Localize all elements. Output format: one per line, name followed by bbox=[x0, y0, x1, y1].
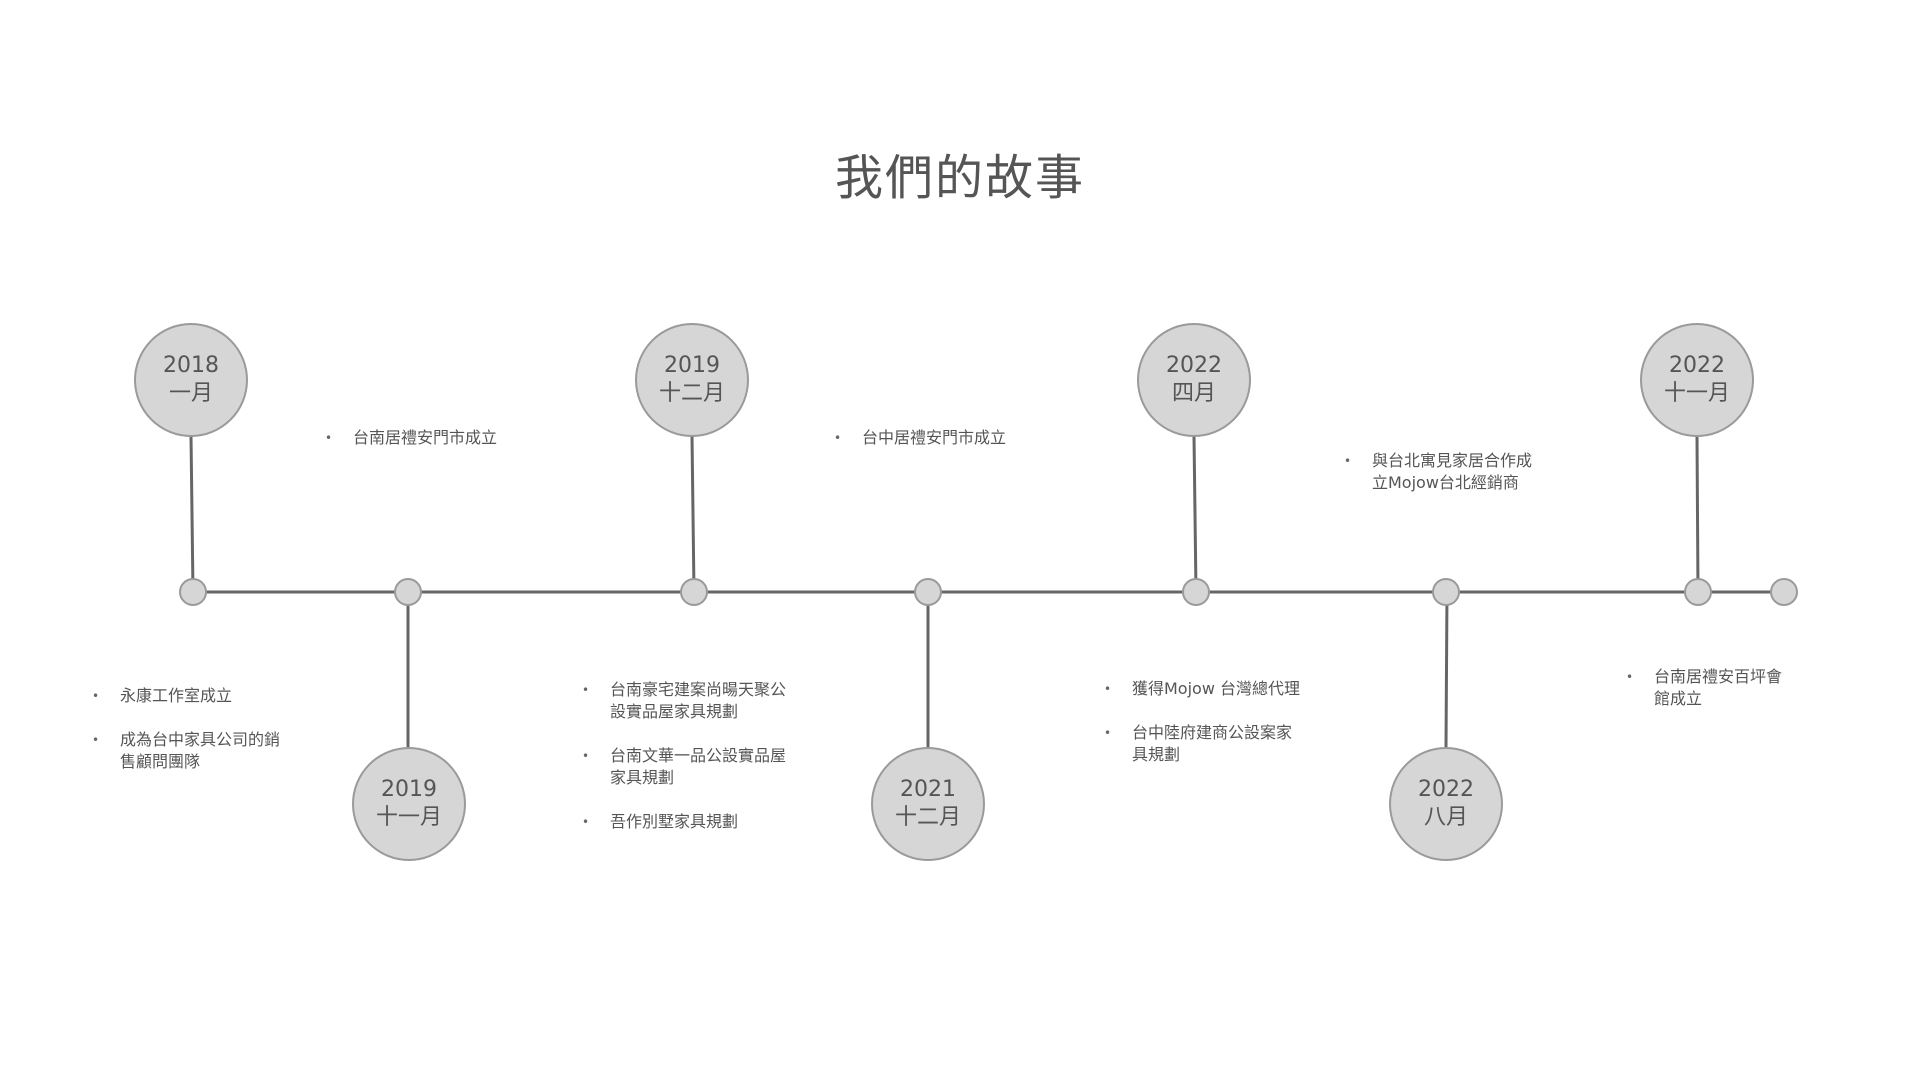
timeline-dot-end bbox=[1770, 578, 1798, 606]
milestone-month: 十二月 bbox=[894, 805, 961, 830]
milestone-circle: 2019 十一月 bbox=[352, 747, 466, 861]
event-item: 成為台中家具公司的銷售顧問團隊 bbox=[92, 729, 292, 773]
milestone-circle: 2022 四月 bbox=[1137, 323, 1251, 437]
milestone-year: 2019 bbox=[381, 777, 437, 802]
milestone-month: 一月 bbox=[168, 381, 213, 406]
milestone-year: 2018 bbox=[163, 353, 219, 378]
milestone-circle: 2019 十二月 bbox=[635, 323, 749, 437]
timeline-dot bbox=[1684, 578, 1712, 606]
event-list: 台南豪宅建案尚暘天聚公設實品屋家具規劃 台南文華一品公設實品屋家具規劃 吾作別墅… bbox=[582, 679, 797, 855]
milestone-month: 十一月 bbox=[1663, 381, 1730, 406]
stem-2019-dec bbox=[690, 435, 696, 593]
event-item: 台中陸府建商公設案家具規劃 bbox=[1104, 722, 1304, 766]
milestone-year: 2022 bbox=[1166, 353, 1222, 378]
stem-2022-aug bbox=[1444, 591, 1449, 748]
timeline-dot bbox=[1432, 578, 1460, 606]
milestone-circle: 2022 八月 bbox=[1389, 747, 1503, 861]
timeline-dot bbox=[1182, 578, 1210, 606]
event-item: 獲得Mojow 台灣總代理 bbox=[1104, 678, 1304, 700]
milestone-circle: 2022 十一月 bbox=[1640, 323, 1754, 437]
timeline-dot bbox=[680, 578, 708, 606]
stem-2022-nov bbox=[1695, 435, 1700, 593]
milestone-year: 2019 bbox=[664, 353, 720, 378]
event-item: 台南居禮安門市成立 bbox=[325, 427, 505, 449]
milestone-month: 八月 bbox=[1423, 805, 1468, 830]
page-title: 我們的故事 bbox=[834, 150, 1085, 206]
milestone-year: 2022 bbox=[1418, 777, 1474, 802]
event-item: 台南居禮安百坪會館成立 bbox=[1626, 666, 1786, 710]
event-list: 與台北寓見家居合作成立Mojow台北經銷商 bbox=[1344, 450, 1544, 516]
milestone-year: 2021 bbox=[900, 777, 956, 802]
timeline-dot bbox=[179, 578, 207, 606]
milestone-year: 2022 bbox=[1669, 353, 1725, 378]
event-list: 永康工作室成立 成為台中家具公司的銷售顧問團隊 bbox=[92, 685, 292, 795]
timeline-dot bbox=[394, 578, 422, 606]
event-item: 永康工作室成立 bbox=[92, 685, 292, 707]
event-item: 台南豪宅建案尚暘天聚公設實品屋家具規劃 bbox=[582, 679, 797, 723]
milestone-month: 四月 bbox=[1171, 381, 1216, 406]
event-list: 獲得Mojow 台灣總代理 台中陸府建商公設案家具規劃 bbox=[1104, 678, 1304, 788]
milestone-month: 十一月 bbox=[375, 805, 442, 830]
event-item: 吾作別墅家具規劃 bbox=[582, 811, 797, 833]
event-item: 與台北寓見家居合作成立Mojow台北經銷商 bbox=[1344, 450, 1544, 494]
milestone-month: 十二月 bbox=[658, 381, 725, 406]
event-item: 台中居禮安門市成立 bbox=[834, 427, 1014, 449]
event-list: 台中居禮安門市成立 bbox=[834, 427, 1014, 471]
milestone-circle: 2021 十二月 bbox=[871, 747, 985, 861]
stem-2022-apr bbox=[1192, 435, 1198, 593]
event-list: 台南居禮安百坪會館成立 bbox=[1626, 666, 1786, 732]
timeline-dot bbox=[914, 578, 942, 606]
milestone-circle: 2018 一月 bbox=[134, 323, 248, 437]
event-list: 台南居禮安門市成立 bbox=[325, 427, 505, 471]
event-item: 台南文華一品公設實品屋家具規劃 bbox=[582, 745, 797, 789]
stem-2018-jan bbox=[189, 435, 195, 593]
